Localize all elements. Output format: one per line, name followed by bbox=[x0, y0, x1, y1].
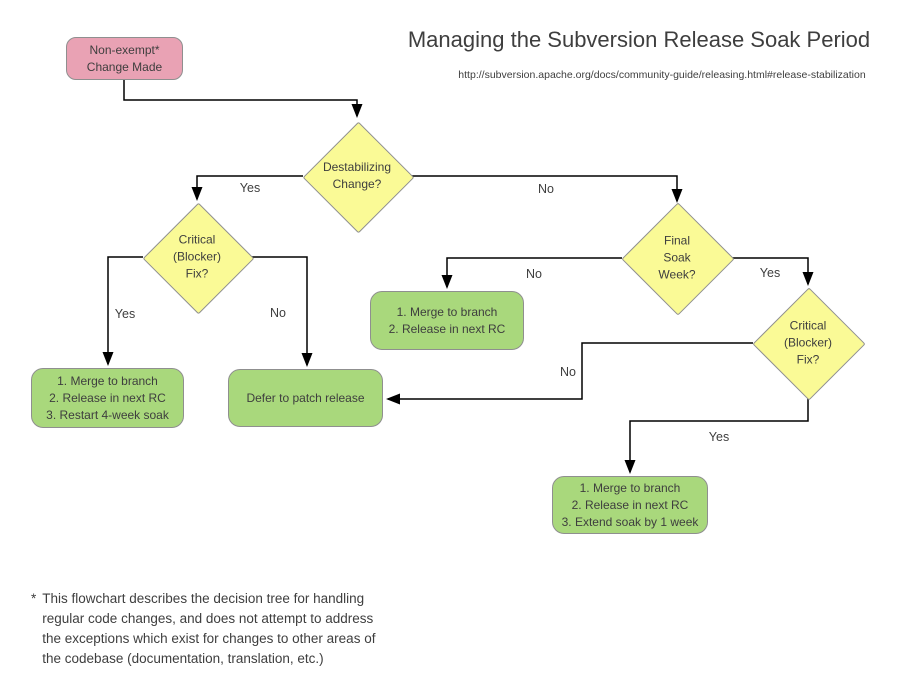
doc-url: http://subversion.apache.org/docs/commun… bbox=[458, 69, 866, 81]
edge-label-critical-left-yes: Yes bbox=[114, 307, 136, 321]
action-defer-patch-release: Defer to patch release bbox=[228, 369, 383, 427]
connector-final-soak-no bbox=[441, 257, 622, 289]
connector-critical-right-yes bbox=[624, 398, 809, 474]
node-text-line: Critical bbox=[178, 232, 216, 247]
action-extend-soak: 1. Merge to branch 2. Release in next RC… bbox=[552, 476, 708, 534]
edge-label-critical-right-yes: Yes bbox=[708, 430, 730, 444]
start-node-nonexempt-change: Non-exempt* Change Made bbox=[66, 37, 183, 80]
connector-destabilizing-no bbox=[411, 175, 683, 203]
footnote-line: This flowchart describes the decision tr… bbox=[42, 591, 365, 606]
decision-critical-fix-left-label: Critical (Blocker) Fix? bbox=[137, 232, 257, 283]
edge-label-destabilizing-no: No bbox=[538, 182, 554, 196]
node-text-line: 1. Merge to branch bbox=[396, 304, 498, 319]
footnote-line: the codebase (documentation, translation… bbox=[42, 651, 324, 666]
node-text-line: 2. Release in next RC bbox=[49, 390, 166, 405]
connector-critical-right-no bbox=[386, 342, 753, 405]
node-text-line: Fix? bbox=[796, 352, 820, 367]
node-text-line: Change Made bbox=[86, 59, 163, 74]
page-title: Managing the Subversion Release Soak Per… bbox=[407, 27, 871, 52]
footnote-line: regular code changes, and does not attem… bbox=[42, 611, 374, 626]
node-text-line: Fix? bbox=[185, 266, 209, 281]
decision-final-soak-week-label: Final Soak Week? bbox=[617, 233, 737, 284]
node-text-line: Change? bbox=[332, 177, 382, 191]
node-text-line: Non-exempt* bbox=[89, 42, 160, 57]
decision-critical-fix-right-label: Critical (Blocker) Fix? bbox=[748, 318, 868, 369]
action-restart-soak: 1. Merge to branch 2. Release in next RC… bbox=[31, 368, 184, 428]
footnote-lines: This flowchart describes the decision tr… bbox=[42, 589, 375, 669]
node-text-line: 2. Release in next RC bbox=[388, 321, 506, 336]
node-text-line: Destabilizing bbox=[322, 160, 392, 174]
edge-label-critical-left-no: No bbox=[270, 306, 286, 320]
footnote: * This flowchart describes the decision … bbox=[31, 589, 375, 669]
node-text-line: Week? bbox=[658, 267, 696, 282]
node-text-line: Final bbox=[663, 233, 690, 248]
node-text-line: (Blocker) bbox=[172, 249, 221, 264]
action-release-next-rc: 1. Merge to branch 2. Release in next RC bbox=[370, 291, 524, 350]
node-text-line: 1. Merge to branch bbox=[579, 480, 681, 495]
node-text-line: Soak bbox=[663, 250, 691, 265]
footnote-asterisk: * bbox=[31, 591, 37, 606]
node-text-line: 2. Release in next RC bbox=[571, 497, 689, 512]
node-text-line: Defer to patch release bbox=[246, 390, 365, 405]
edge-label-final-soak-yes: Yes bbox=[759, 266, 781, 280]
node-text-line: 1. Merge to branch bbox=[57, 373, 158, 388]
node-text-line: 3. Restart 4-week soak bbox=[46, 407, 169, 422]
footnote-line: the exceptions which exist for changes t… bbox=[42, 631, 376, 646]
edge-label-final-soak-no: No bbox=[526, 267, 542, 281]
connector-final-soak-yes bbox=[732, 257, 814, 286]
connector-critical-left-no bbox=[252, 256, 313, 367]
edge-label-destabilizing-yes: Yes bbox=[239, 181, 261, 195]
decision-destabilizing-change-label: Destabilizing Change? bbox=[297, 159, 417, 193]
edge-label-critical-right-no: No bbox=[560, 365, 576, 379]
connector-critical-left-yes bbox=[102, 256, 143, 366]
connector-destabilizing-yes bbox=[191, 175, 303, 201]
node-text-line: (Blocker) bbox=[783, 335, 832, 350]
node-text-line: 3. Extend soak by 1 week bbox=[561, 514, 699, 529]
connector-start-to-destabilizing bbox=[123, 80, 363, 118]
node-text-line: Critical bbox=[789, 318, 827, 333]
